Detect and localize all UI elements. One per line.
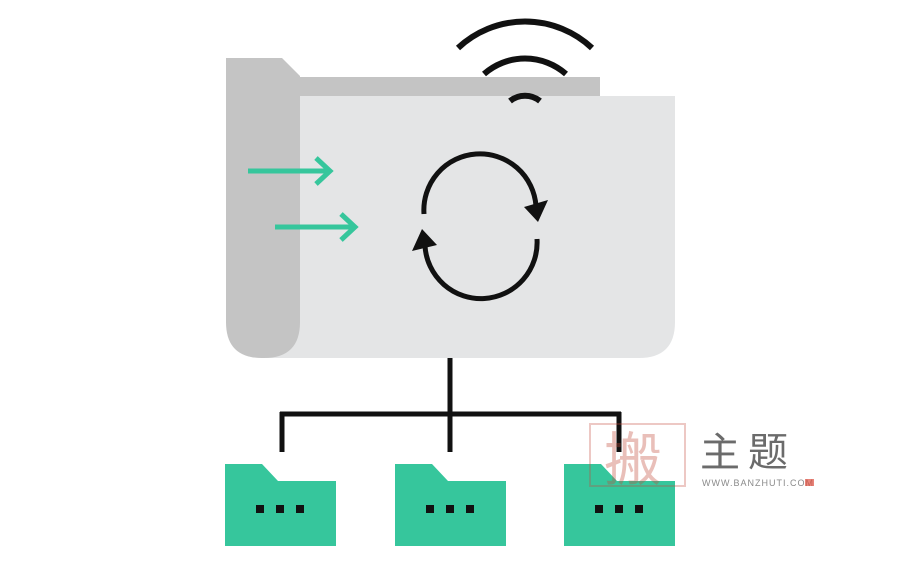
folder-front-panel [264,96,675,358]
watermark-seal: 搬 [604,426,662,494]
subfolder-icon [395,464,506,546]
subfolder-icon [564,464,675,546]
folder-back-panel [226,58,300,358]
wifi-signal-icon [455,18,595,104]
sync-arrows-icon [412,151,548,302]
subfolder-icon [225,464,336,546]
watermark-logo: 搬 主题 WWW.BANZHUTI.COM [589,423,814,494]
incoming-arrow-icon [248,156,334,186]
folder-back-strip [280,77,600,99]
watermark-red-mark [805,479,814,486]
incoming-arrow-icon [275,212,359,242]
watermark-seal-frame [589,423,686,487]
watermark-url: WWW.BANZHUTI.COM [702,478,814,488]
folder-tree-connector [279,358,622,452]
watermark-title: 主题 [700,430,796,476]
main-folder-icon [226,58,675,358]
